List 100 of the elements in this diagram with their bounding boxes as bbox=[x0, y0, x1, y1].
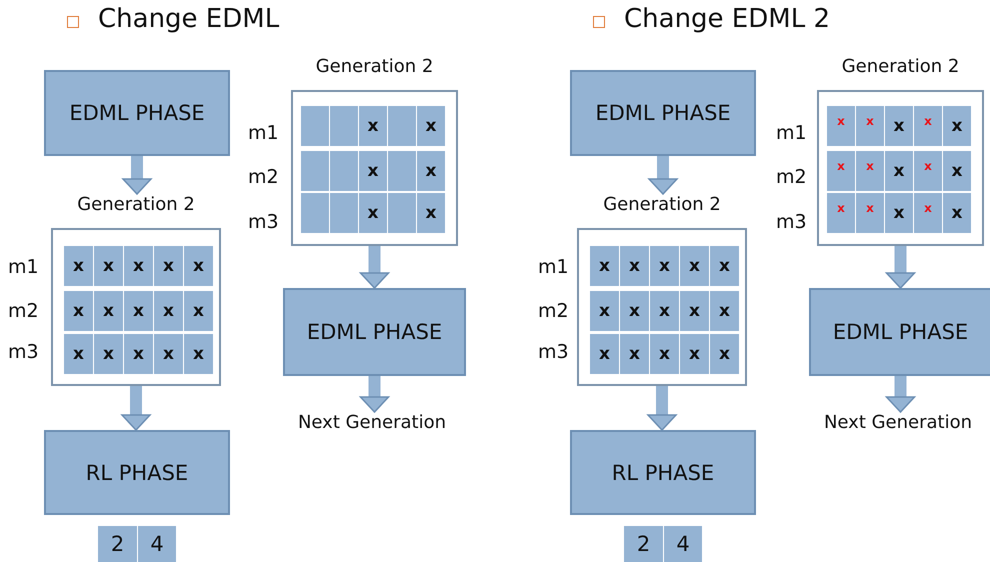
grid-cell bbox=[650, 291, 679, 331]
grid-cell bbox=[359, 193, 387, 233]
row-label: m2 bbox=[248, 166, 279, 188]
cross-mark: x bbox=[837, 159, 845, 173]
phase-box: EDML PHASE bbox=[283, 288, 466, 376]
cell-mark: x bbox=[659, 344, 670, 364]
grid-cell bbox=[856, 151, 884, 191]
cell-mark: x bbox=[719, 301, 730, 321]
phase-box: EDML PHASE bbox=[570, 70, 756, 156]
cell-mark: x bbox=[368, 161, 378, 181]
cell-mark: x bbox=[719, 344, 730, 364]
cell-mark: x bbox=[659, 256, 670, 276]
grid-cell bbox=[124, 291, 153, 331]
arrow bbox=[647, 386, 677, 431]
grid-heading: Generation 2 bbox=[840, 56, 960, 79]
cell-mark: x bbox=[689, 301, 700, 321]
cell-mark: x bbox=[629, 301, 640, 321]
grid-cell bbox=[856, 106, 884, 146]
number-cell: 4 bbox=[664, 526, 702, 562]
number-cell: 2 bbox=[624, 526, 663, 562]
grid-cell bbox=[856, 193, 884, 233]
row-label: m3 bbox=[8, 341, 39, 363]
row-label: m1 bbox=[776, 122, 807, 144]
row-label: m1 bbox=[538, 256, 569, 278]
slide-heading: Change EDML bbox=[98, 4, 280, 34]
grid-cell bbox=[301, 106, 329, 146]
cell-mark: x bbox=[689, 344, 700, 364]
cell-mark: x bbox=[426, 203, 436, 223]
cell-mark: x bbox=[689, 256, 700, 276]
grid-cell bbox=[885, 106, 913, 146]
cell-mark: x bbox=[659, 301, 670, 321]
cross-mark: x bbox=[837, 114, 845, 128]
grid-cell bbox=[184, 246, 213, 286]
cell-mark: x bbox=[894, 161, 904, 181]
cell-mark: x bbox=[952, 161, 962, 181]
phase-box: EDML PHASE bbox=[44, 70, 230, 156]
cell-mark: x bbox=[73, 256, 84, 276]
caption-text: Next Generation bbox=[808, 412, 988, 440]
cross-mark: x bbox=[866, 201, 874, 215]
cell-mark: x bbox=[894, 116, 904, 136]
cell-mark: x bbox=[426, 116, 436, 136]
grid-cell bbox=[943, 193, 971, 233]
row-label: m1 bbox=[248, 122, 279, 144]
arrow bbox=[360, 376, 390, 413]
row-label: m2 bbox=[8, 300, 39, 322]
arrow bbox=[360, 246, 390, 289]
grid-cell bbox=[650, 246, 679, 286]
grid-cell bbox=[94, 334, 123, 374]
cell-mark: x bbox=[426, 161, 436, 181]
arrow bbox=[648, 156, 678, 195]
arrow bbox=[122, 156, 152, 195]
grid-cell bbox=[914, 193, 942, 233]
grid-cell bbox=[94, 291, 123, 331]
grid-cell bbox=[330, 106, 358, 146]
grid-cell bbox=[620, 246, 649, 286]
grid-cell bbox=[943, 106, 971, 146]
grid-cell bbox=[388, 193, 416, 233]
grid-cell bbox=[590, 246, 619, 286]
grid-cell bbox=[710, 334, 739, 374]
grid-cell bbox=[184, 334, 213, 374]
grid-cell bbox=[64, 334, 93, 374]
cell-mark: x bbox=[894, 203, 904, 223]
row-label: m2 bbox=[776, 166, 807, 188]
grid-cell bbox=[827, 193, 855, 233]
grid-cell bbox=[154, 246, 183, 286]
grid-cell bbox=[827, 106, 855, 146]
cross-mark: x bbox=[924, 159, 932, 173]
grid-heading: Generation 2 bbox=[314, 56, 434, 79]
grid-heading: Generation 2 bbox=[602, 194, 722, 217]
cell-mark: x bbox=[599, 256, 610, 276]
cell-mark: x bbox=[368, 203, 378, 223]
cell-mark: x bbox=[719, 256, 730, 276]
cell-mark: x bbox=[952, 116, 962, 136]
grid-cell bbox=[330, 193, 358, 233]
cell-mark: x bbox=[103, 344, 114, 364]
grid-cell bbox=[301, 151, 329, 191]
cell-mark: x bbox=[599, 301, 610, 321]
phase-box: RL PHASE bbox=[570, 430, 756, 515]
grid-cell bbox=[680, 291, 709, 331]
cell-mark: x bbox=[73, 301, 84, 321]
cell-mark: x bbox=[133, 344, 144, 364]
grid-cell bbox=[359, 106, 387, 146]
grid-cell bbox=[590, 334, 619, 374]
grid-cell bbox=[94, 246, 123, 286]
slide-heading: Change EDML 2 bbox=[624, 4, 830, 34]
row-label: m3 bbox=[776, 211, 807, 233]
cell-mark: x bbox=[133, 256, 144, 276]
grid-cell bbox=[124, 334, 153, 374]
cell-mark: x bbox=[193, 301, 204, 321]
grid-cell bbox=[124, 246, 153, 286]
arrow bbox=[886, 376, 916, 413]
grid-cell bbox=[417, 151, 445, 191]
cross-mark: x bbox=[866, 114, 874, 128]
grid-cell bbox=[914, 151, 942, 191]
grid-cell bbox=[154, 334, 183, 374]
grid-cell bbox=[943, 151, 971, 191]
grid-cell bbox=[710, 246, 739, 286]
cell-mark: x bbox=[368, 116, 378, 136]
grid-heading: Generation 2 bbox=[76, 194, 196, 217]
phase-box: RL PHASE bbox=[44, 430, 230, 515]
